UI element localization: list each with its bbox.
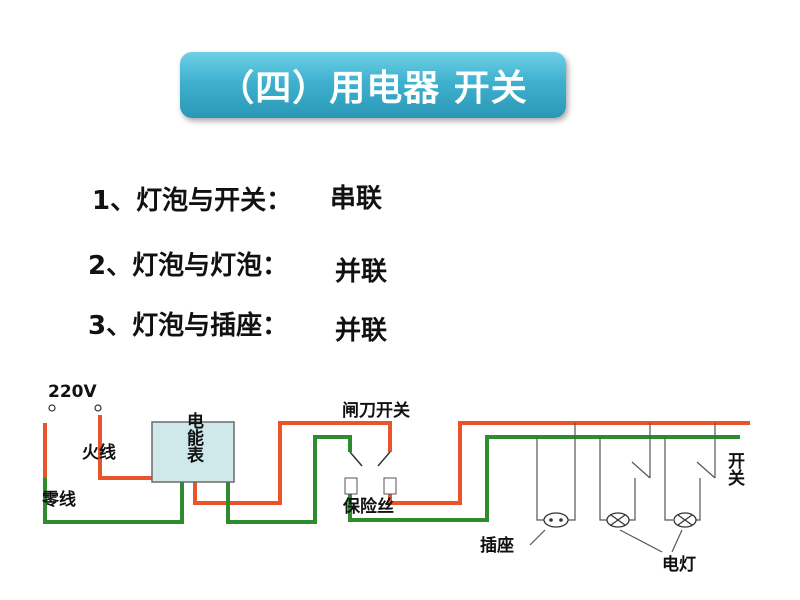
- knife-switch-icon: [349, 451, 391, 467]
- relation-value-2: 并联: [335, 257, 388, 287]
- socket-icon: [543, 512, 569, 528]
- fuse-icon: [383, 477, 397, 495]
- live-wire: [43, 415, 750, 505]
- terminal-left: [48, 404, 56, 412]
- page-title: （四）用电器 开关: [218, 68, 528, 109]
- title-banner: （四）用电器 开关: [180, 52, 566, 118]
- voltage-label: 220V: [48, 382, 97, 402]
- switch-label: 开关: [724, 452, 745, 487]
- relation-label-2: 2、灯泡与灯泡：: [88, 251, 289, 281]
- relation-label-3: 3、灯泡与插座：: [88, 311, 289, 341]
- lamp-label: 电灯: [662, 554, 696, 575]
- relation-label-1: 1、灯泡与开关：: [92, 186, 293, 216]
- socket-label: 插座: [480, 535, 514, 556]
- branch-wires: [529, 423, 716, 553]
- lamp-icon: [673, 512, 697, 528]
- relation-value-3: 并联: [335, 316, 388, 346]
- meter-box: [151, 421, 235, 483]
- terminal-right: [94, 404, 102, 412]
- lamp-icon: [606, 512, 630, 528]
- neutral-wire: [43, 435, 740, 524]
- fuse-icon: [344, 477, 358, 495]
- live-wire-label: 火线: [82, 442, 116, 463]
- fuse-label: 保险丝: [342, 496, 394, 517]
- relation-value-1: 串联: [330, 184, 383, 214]
- circuit-diagram: 220V 火线 零线 电能表 闸刀开关 保险丝 插座 电灯 开关: [41, 382, 750, 575]
- neutral-wire-label: 零线: [41, 489, 76, 510]
- meter-label: 电能表: [183, 411, 204, 464]
- knife-switch-label: 闸刀开关: [342, 400, 410, 421]
